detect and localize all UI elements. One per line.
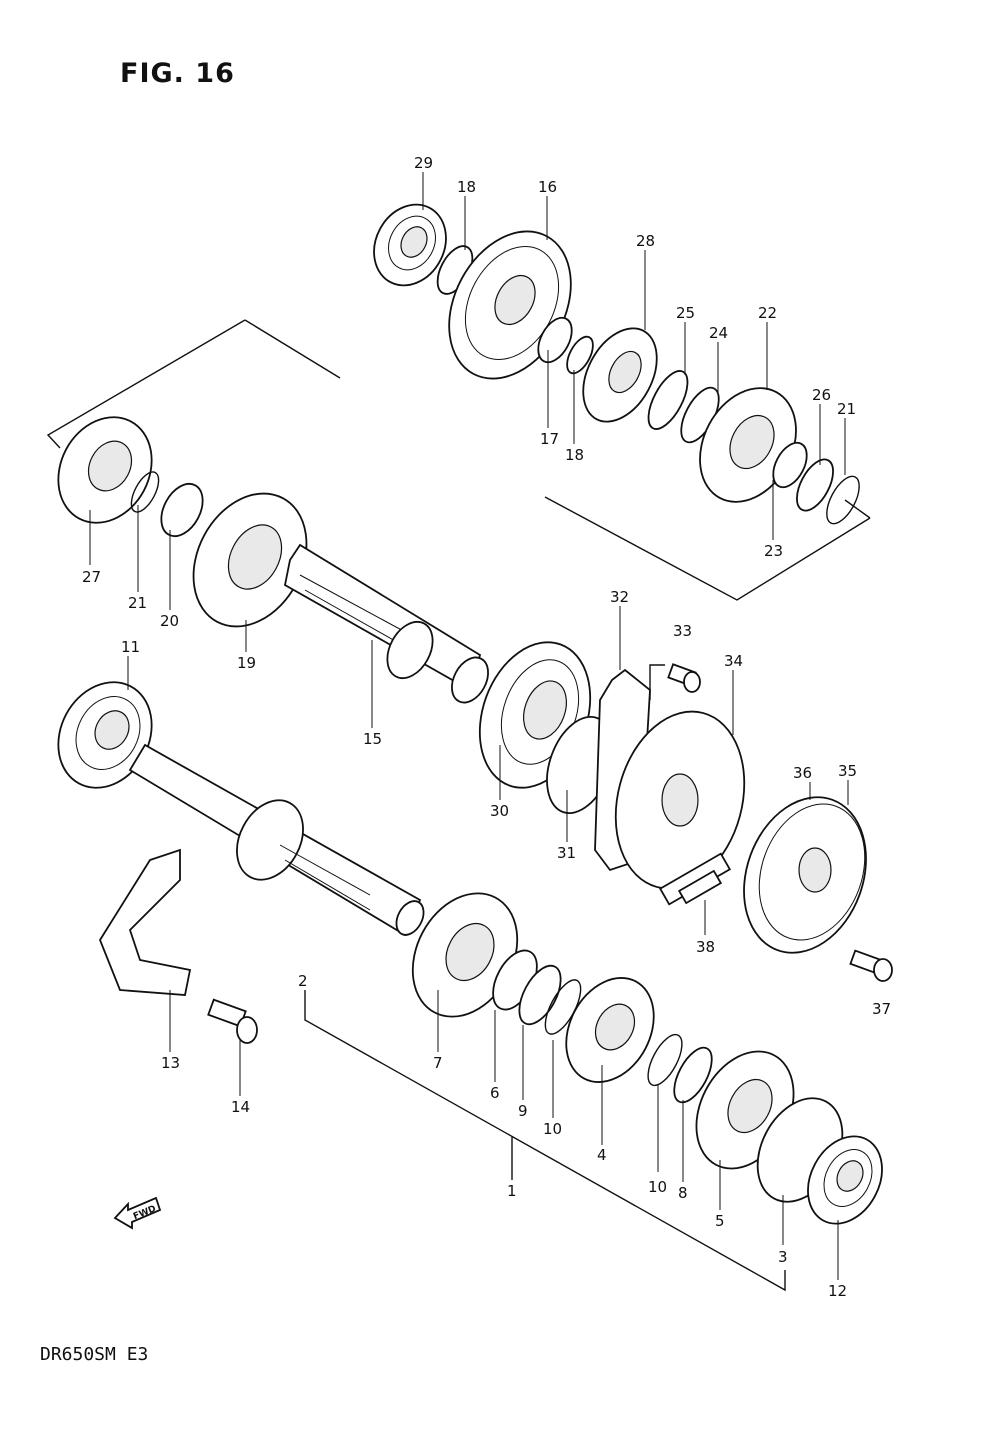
callout-16: 16 — [538, 178, 557, 196]
callout-27: 27 — [82, 568, 101, 586]
circlip-21-left — [130, 471, 160, 513]
washer-18-lower — [566, 335, 594, 375]
bolt-33 — [667, 663, 701, 693]
leader-33 — [649, 664, 665, 700]
chain-38 — [658, 852, 732, 906]
countershaft-group-outline-right — [244, 319, 341, 379]
callout-37: 37 — [872, 1000, 891, 1018]
callout-24: 24 — [709, 324, 728, 342]
callout-38: 38 — [696, 938, 715, 956]
callout-21-right: 21 — [837, 400, 856, 418]
plate-13 — [98, 848, 192, 996]
callout-2: 2 — [298, 972, 308, 990]
callout-36: 36 — [793, 764, 812, 782]
bolt-14 — [207, 998, 258, 1044]
circlip-10-right — [647, 1033, 683, 1087]
bushing-17 — [537, 316, 573, 364]
callout-6: 6 — [490, 1084, 500, 1102]
callout-23: 23 — [764, 542, 783, 560]
callout-15: 15 — [363, 730, 382, 748]
bearing-12 — [807, 1135, 883, 1225]
callout-34: 34 — [724, 652, 743, 670]
callout-10-right: 10 — [648, 1178, 667, 1196]
callout-30: 30 — [490, 802, 509, 820]
callout-20: 20 — [160, 612, 179, 630]
washer-9 — [518, 964, 562, 1026]
outline-edge — [844, 499, 871, 519]
callout-17: 17 — [540, 430, 559, 448]
callout-25: 25 — [676, 304, 695, 322]
callout-26: 26 — [812, 386, 831, 404]
bearing-11 — [57, 681, 153, 789]
callout-18-top: 18 — [457, 178, 476, 196]
washer-8 — [673, 1046, 713, 1104]
callout-12: 12 — [828, 1282, 847, 1300]
callout-10-left: 10 — [543, 1120, 562, 1138]
bearing-29 — [373, 203, 447, 287]
callout-3: 3 — [778, 1248, 788, 1266]
countershaft-group-outline-bottom — [544, 496, 871, 601]
sprocket-34 — [614, 710, 746, 890]
callout-33: 33 — [673, 622, 692, 640]
callout-1: 1 — [507, 1182, 517, 1200]
bushing-20 — [160, 482, 204, 538]
gear-22 — [699, 387, 797, 503]
gear-4 — [565, 977, 655, 1083]
bolt-37 — [849, 949, 893, 982]
callout-4: 4 — [597, 1146, 607, 1164]
callout-19: 19 — [237, 654, 256, 672]
callout-labels: 29 18 16 28 25 24 22 26 21 17 18 23 27 2… — [82, 154, 891, 1300]
callout-14: 14 — [231, 1098, 250, 1116]
callout-11: 11 — [121, 638, 140, 656]
assembly-1-bracket — [304, 990, 786, 1292]
lock-washer-25 — [647, 370, 689, 430]
callout-5: 5 — [715, 1212, 725, 1230]
callout-29: 29 — [414, 154, 433, 172]
driveshaft-2 — [128, 743, 425, 937]
callout-32: 32 — [610, 588, 629, 606]
callout-18-lower: 18 — [565, 446, 584, 464]
callout-21-left: 21 — [128, 594, 147, 612]
callout-28: 28 — [636, 232, 655, 250]
bushing-23 — [772, 441, 808, 489]
washer-26 — [796, 458, 834, 512]
callout-31: 31 — [557, 844, 576, 862]
countershaft-15 — [283, 543, 489, 704]
countershaft-group-outline — [46, 319, 246, 449]
gear-28 — [582, 327, 658, 423]
figure-title: FIG. 16 — [120, 58, 235, 89]
callout-9: 9 — [518, 1102, 528, 1120]
circlip-21-right — [826, 475, 860, 525]
forward-arrow-icon: FWD — [113, 1196, 162, 1230]
sprocket-cover-35 — [743, 796, 867, 954]
model-code: DR650SM E3 — [40, 1344, 149, 1365]
callout-35: 35 — [838, 762, 857, 780]
gear-27 — [57, 416, 153, 524]
leader-lines — [89, 172, 849, 1280]
callout-8: 8 — [678, 1184, 688, 1202]
callout-7: 7 — [433, 1054, 443, 1072]
callout-22: 22 — [758, 304, 777, 322]
callout-13: 13 — [161, 1054, 180, 1072]
